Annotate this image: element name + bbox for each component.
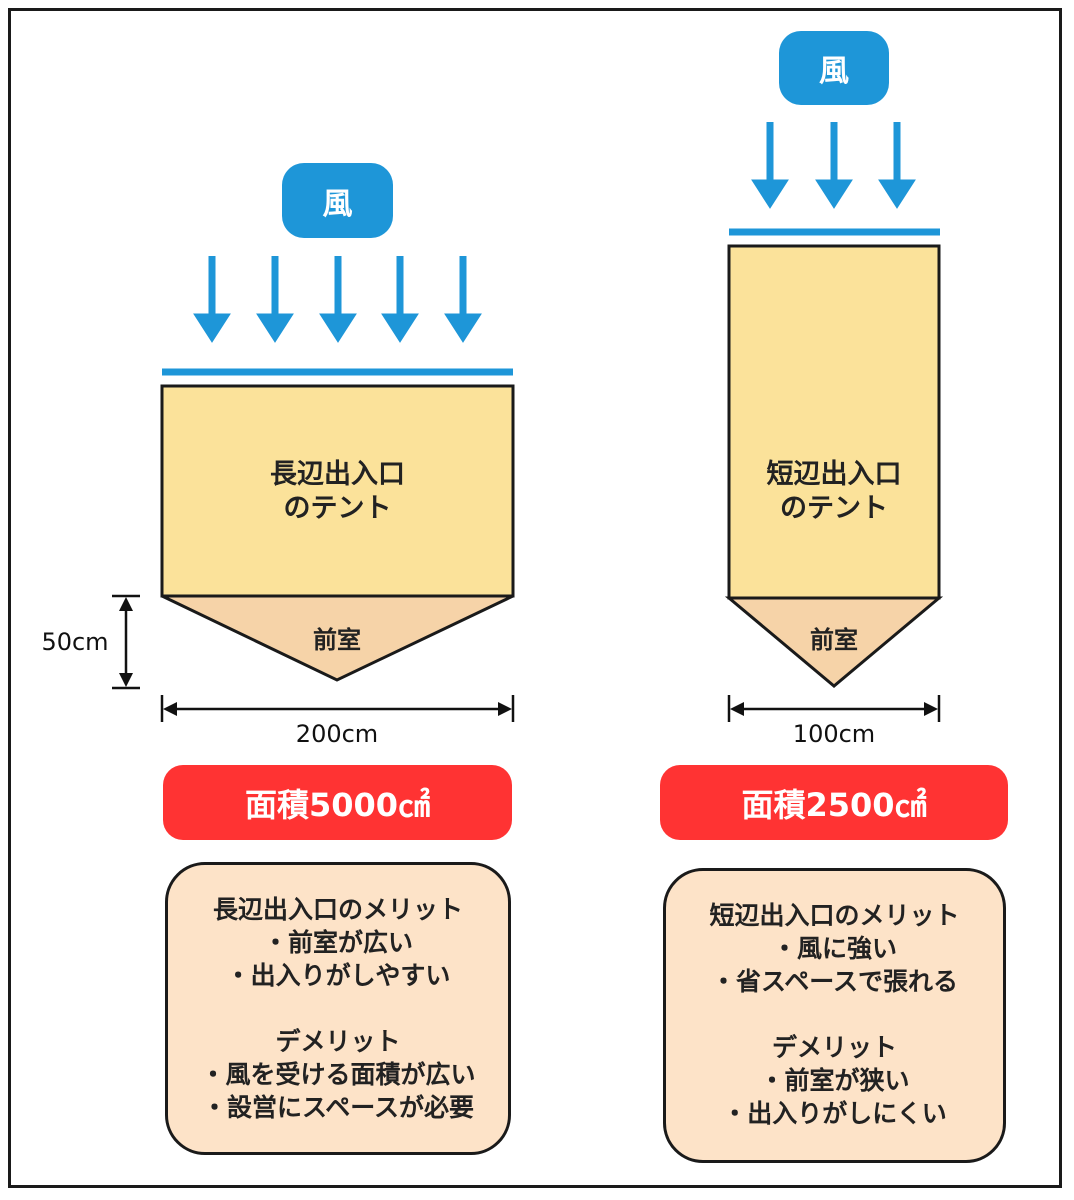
right-wind-arrow-2 [815, 122, 853, 209]
left-wind-badge: 風 [282, 163, 393, 238]
right-demerit-title: デメリット [771, 1033, 897, 1062]
left-area-badge: 面積5000㎠ [163, 765, 512, 840]
left-depth-dimension [112, 594, 140, 690]
left-demerit-item: ・設営にスペースが必要 [201, 1093, 474, 1122]
right-vestibule [724, 596, 944, 688]
right-merit-title: 短辺出入口のメリット [709, 901, 960, 930]
right-demerit-item: ・前室が狭い [759, 1066, 910, 1095]
right-tent-label: 短辺出入口 のテント [729, 458, 939, 526]
left-merit-item: ・前室が広い [262, 928, 413, 957]
right-vestibule-label: 前室 [810, 626, 858, 654]
left-wind-arrow-3 [319, 256, 357, 343]
left-merit-item: ・出入りがしやすい [225, 961, 451, 990]
left-demerit-title: デメリット [275, 1027, 401, 1056]
left-tent-label-line2: のテント [283, 493, 392, 524]
right-wind-arrow-1 [751, 122, 789, 209]
left-info-box: 長辺出入口のメリット ・前室が広い ・出入りがしやすい デメリット ・風を受ける… [165, 862, 511, 1155]
right-wind-arrows [751, 122, 916, 209]
right-wind-arrow-3 [878, 122, 916, 209]
right-tent-label-line1: 短辺出入口 [766, 459, 902, 490]
left-width-label: 200cm [295, 720, 379, 748]
left-width-dimension [160, 695, 515, 722]
left-wind-arrows [193, 256, 482, 343]
right-width-label: 100cm [792, 720, 876, 748]
right-tent-label-line2: のテント [780, 493, 888, 524]
right-merit-item: ・風に強い [771, 934, 897, 963]
left-vestibule [161, 594, 514, 682]
right-wind-badge: 風 [779, 31, 889, 105]
left-demerit-item: ・風を受ける面積が広い [200, 1060, 476, 1089]
right-merit-item: ・省スペースで張れる [710, 967, 958, 996]
left-depth-label: 50cm [41, 628, 109, 656]
left-merit-title: 長辺出入口のメリット [212, 895, 463, 924]
left-wind-arrow-5 [444, 256, 482, 343]
left-tent-label-line1: 長辺出入口 [270, 459, 405, 490]
left-tent-label: 長辺出入口 のテント [162, 458, 513, 526]
left-vestibule-label: 前室 [313, 626, 361, 654]
right-tent-body [727, 244, 941, 600]
right-width-dimension [727, 695, 941, 722]
left-wind-arrow-4 [381, 256, 419, 343]
right-area-badge: 面積2500㎠ [660, 765, 1008, 840]
left-wind-arrow-2 [256, 256, 294, 343]
left-wind-arrow-1 [193, 256, 231, 343]
right-info-box: 短辺出入口のメリット ・風に強い ・省スペースで張れる デメリット ・前室が狭い… [663, 868, 1006, 1163]
right-demerit-item: ・出入りがしにくい [722, 1099, 947, 1128]
